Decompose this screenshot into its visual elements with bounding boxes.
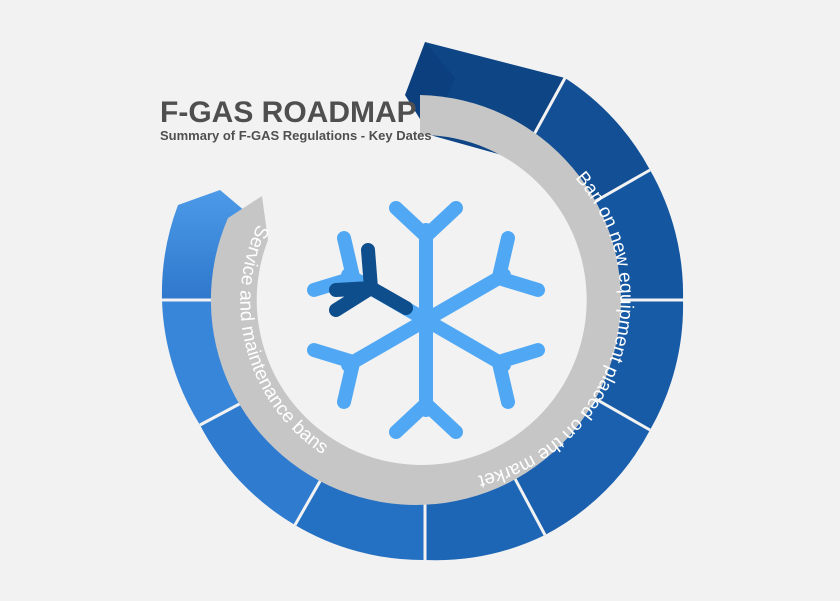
roadmap-title: F-GAS ROADMAP (160, 96, 417, 129)
roadmap-subtitle: Summary of F-GAS Regulations - Key Dates (160, 128, 432, 143)
snowflake-accent (329, 243, 413, 317)
ring-segment-8 (200, 385, 335, 525)
ring-arrow-head (405, 42, 455, 135)
ring-segment-5 (505, 390, 650, 535)
snowflake-icon (307, 201, 545, 439)
